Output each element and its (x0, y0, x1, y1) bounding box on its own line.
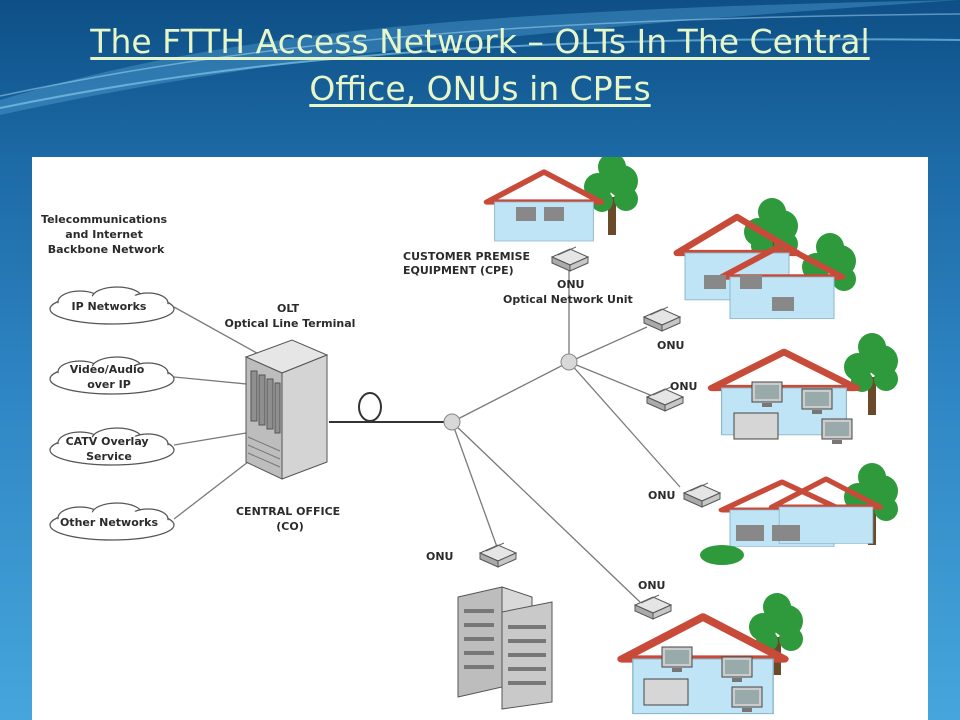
cloud-ip-networks: IP Networks (49, 286, 175, 325)
onu-label-3: ONU (670, 380, 698, 393)
cloud-catv-overlay-label: CATV Overlay Service (66, 435, 153, 463)
onu-device-2 (643, 306, 681, 332)
slide-title: The FTTH Access Network – OLTs In The Ce… (60, 18, 900, 112)
onu-main-line-1: ONU (557, 278, 585, 291)
cloud-catv-overlay: CATV Overlay Service (49, 427, 175, 466)
backbone-line-1: Telecommunications (41, 213, 168, 226)
olt-line-2: Optical Line Terminal (225, 317, 356, 330)
cloud-catv-line-2: Service (86, 450, 132, 463)
slide-title-line2: Office, ONUs in CPEs (309, 69, 651, 108)
header-swoosh (0, 0, 960, 115)
connection-lines (173, 267, 681, 603)
diagram-panel: Telecommunications and Internet Backbone… (32, 157, 928, 720)
slide-header: The FTTH Access Network – OLTs In The Ce… (0, 0, 960, 150)
house-top-right-icon (677, 198, 856, 319)
onu-device-4 (683, 482, 721, 508)
cloud-other-networks-label: Other Networks (60, 516, 159, 529)
office-building-icon (457, 586, 553, 710)
splitter-node-secondary (560, 353, 578, 371)
onu-device-6 (634, 594, 672, 620)
onu-label-4: ONU (648, 489, 676, 502)
central-office-label: CENTRAL OFFICE (CO) (236, 505, 344, 533)
backbone-line-3: Backbone Network (48, 243, 165, 256)
cloud-catv-line-1: CATV Overlay (66, 435, 149, 448)
house-top-left-icon (487, 157, 638, 241)
onu-main-label: ONU Optical Network Unit (503, 278, 633, 306)
splitter-node-main (443, 413, 461, 431)
slide-title-line1: The FTTH Access Network – OLTs In The Ce… (90, 22, 870, 61)
fiber-line (329, 392, 452, 423)
cpe-line-1: CUSTOMER PREMISE (403, 250, 530, 263)
cloud-other-networks: Other Networks (49, 502, 175, 541)
cpe-line-2: EQUIPMENT (CPE) (403, 264, 514, 277)
central-office-line-2: (CO) (276, 520, 303, 533)
cloud-video-audio: Video/Audio over IP (49, 356, 175, 395)
cloud-video-audio-line-2: over IP (87, 378, 131, 391)
olt-line-1: OLT (277, 302, 300, 315)
house-middle-right-icon (712, 333, 898, 445)
onu-label-6: ONU (638, 579, 666, 592)
cloud-video-audio-line-1: Video/Audio (70, 363, 145, 376)
backbone-label: Telecommunications and Internet Backbone… (41, 213, 171, 256)
house-lower-right-icon (700, 463, 898, 565)
onu-device-top (551, 246, 589, 272)
backbone-line-2: and Internet (65, 228, 143, 241)
onu-main-line-2: Optical Network Unit (503, 293, 633, 306)
onu-device-5 (479, 542, 517, 568)
cpe-label: CUSTOMER PREMISE EQUIPMENT (CPE) (403, 250, 534, 277)
cloud-video-audio-label: Video/Audio over IP (70, 363, 148, 391)
central-office-line-1: CENTRAL OFFICE (236, 505, 340, 518)
ftth-diagram: Telecommunications and Internet Backbone… (41, 157, 898, 720)
cloud-ip-networks-label: IP Networks (72, 300, 147, 313)
olt-label: OLT Optical Line Terminal (225, 302, 356, 330)
onu-label-2: ONU (657, 339, 685, 352)
olt-cabinet-icon (244, 339, 329, 480)
house-bottom-right-icon (622, 593, 803, 714)
onu-label-5: ONU (426, 550, 454, 563)
